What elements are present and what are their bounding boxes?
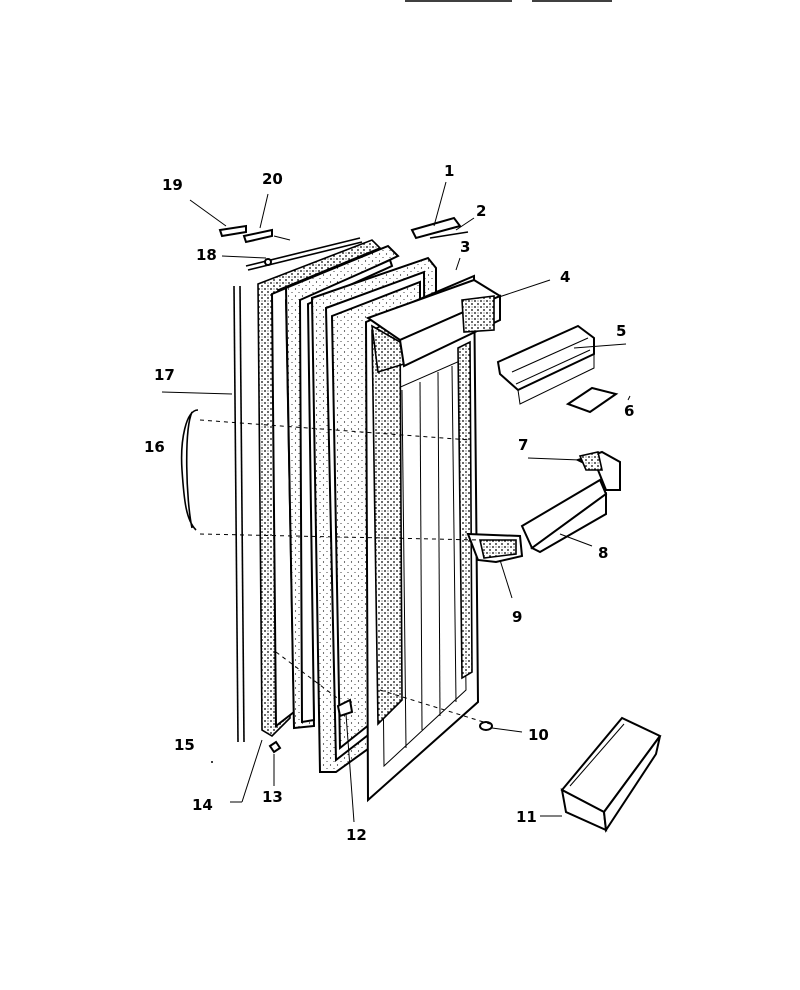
callout-20: 20 <box>262 170 283 188</box>
callout-18: 18 <box>196 246 217 264</box>
callout-6: 6 <box>624 402 634 420</box>
callout-4: 4 <box>560 268 570 286</box>
callout-11: 11 <box>516 808 537 826</box>
callout-15: 15 <box>174 736 195 754</box>
part-20-piece <box>242 228 273 244</box>
part-4-top-shelf <box>365 278 503 374</box>
alignment-lines <box>199 419 491 725</box>
callout-17: 17 <box>154 366 175 384</box>
callout-8: 8 <box>598 544 608 562</box>
part-16-handle <box>180 409 199 531</box>
part-8-door-rack <box>520 478 608 554</box>
leader-lines <box>161 181 631 823</box>
callout-1: 1 <box>444 162 454 180</box>
callout-19: 19 <box>162 176 183 194</box>
part-9-hinge <box>466 532 524 564</box>
part-1-top-cap <box>410 216 462 240</box>
callout-2: 2 <box>476 202 486 220</box>
part-2-screw <box>429 231 469 239</box>
part-3-inner-door <box>364 274 480 803</box>
callout-7: 7 <box>518 436 528 454</box>
part-12-pin <box>336 698 354 718</box>
callout-10: 10 <box>528 726 549 744</box>
stray-mark <box>211 761 213 763</box>
part-17-strip <box>233 285 245 743</box>
part-5-door-rack <box>496 324 595 405</box>
layer-frame-2 <box>284 244 400 730</box>
callout-5: 5 <box>616 322 626 340</box>
part-18-top-strip <box>245 237 363 271</box>
callout-12: 12 <box>346 826 367 844</box>
part-7-bracket <box>575 450 621 491</box>
part-11-bin <box>560 716 662 833</box>
callout-13: 13 <box>262 788 283 806</box>
callout-16: 16 <box>144 438 165 456</box>
callout-3: 3 <box>460 238 470 256</box>
callout-14: 14 <box>192 796 213 814</box>
part-19-piece <box>218 224 247 238</box>
part-10-screw <box>479 721 493 731</box>
part-13-screw <box>268 740 282 754</box>
callout-9: 9 <box>512 608 522 626</box>
part-6-cover <box>565 386 619 414</box>
